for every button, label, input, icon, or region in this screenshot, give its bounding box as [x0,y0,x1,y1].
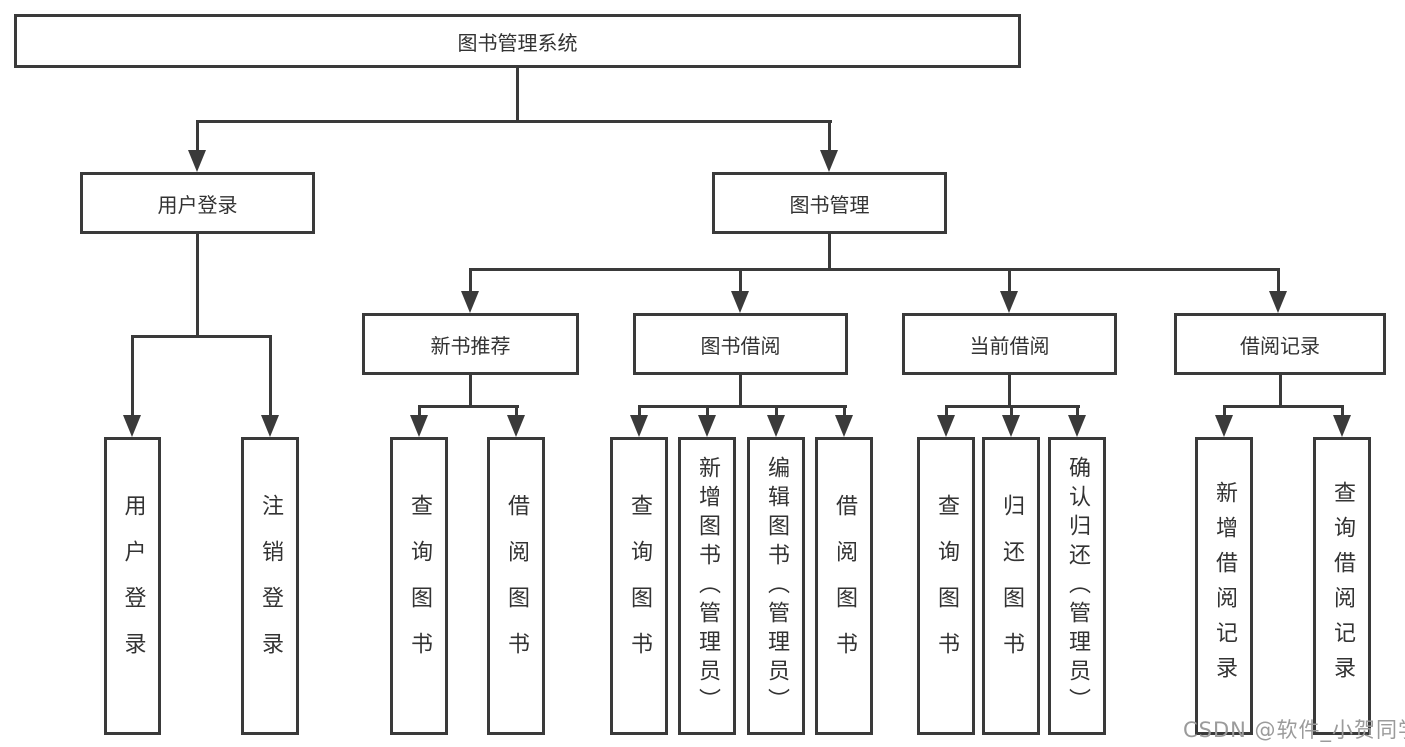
leaf-user-login: 用户登录 [104,437,161,735]
leaf-borrow-books: 借阅图书 [487,437,545,735]
leaf-confirm-return-admin: 确认归还（管理员） [1048,437,1106,735]
connector-stub [706,405,709,418]
arrow-down-icon [261,415,279,437]
arrow-down-icon [820,150,838,172]
connector-root-rail [196,120,832,123]
node-book-management: 图书管理 [712,172,947,234]
connector-rail [638,405,847,408]
connector-stub [638,405,641,418]
connector-stub [945,405,948,418]
arrow-down-icon [698,415,716,437]
arrow-down-icon [1269,291,1287,313]
connector-rail [1223,405,1344,408]
connector-rail [418,405,519,408]
connector-stub [269,335,272,417]
leaf-borrow-books: 借阅图书 [815,437,873,735]
connector-stub [739,268,742,294]
connector-stem [469,375,472,408]
node-user-login: 用户登录 [80,172,315,234]
arrow-down-icon [1068,415,1086,437]
node-borrow-records: 借阅记录 [1174,313,1386,375]
connector-stub [515,405,518,418]
node-library-management-system: 图书管理系统 [14,14,1021,68]
arrow-down-icon [767,415,785,437]
arrow-down-icon [731,291,749,313]
arrow-down-icon [1000,291,1018,313]
node-new-book-recommend: 新书推荐 [362,313,579,375]
leaf-query-books: 查询图书 [390,437,448,735]
leaf-add-books-admin: 新增图书（管理员） [678,437,736,735]
connector-stub [1008,268,1011,294]
connector-stub [1076,405,1079,418]
arrow-down-icon [188,150,206,172]
leaf-add-borrow-record: 新增借阅记录 [1195,437,1253,735]
connector-stub [1277,268,1280,294]
connector-user-login-rail [131,335,272,338]
arrow-down-icon [630,415,648,437]
arrow-down-icon [835,415,853,437]
connector-book-mgmt-stem [828,234,831,271]
connector-stub [1010,405,1013,418]
node-book-borrow: 图书借阅 [633,313,848,375]
leaf-query-books: 查询图书 [610,437,668,735]
node-current-borrow: 当前借阅 [902,313,1117,375]
arrow-down-icon [461,291,479,313]
connector-stub [775,405,778,418]
connector-stub [469,268,472,294]
connector-root-stem [516,68,519,120]
connector-book-mgmt-rail [469,268,1280,271]
connector-book-mgmt-stub [828,120,831,153]
connector-stem [1279,375,1282,408]
arrow-down-icon [1215,415,1233,437]
leaf-query-borrow-record: 查询借阅记录 [1313,437,1371,735]
connector-stem [1008,375,1011,408]
leaf-logout: 注销登录 [241,437,299,735]
leaf-edit-books-admin: 编辑图书（管理员） [747,437,805,735]
connector-user-login-stem [196,234,199,338]
arrow-down-icon [1333,415,1351,437]
arrow-down-icon [1002,415,1020,437]
connector-stub [131,335,134,417]
leaf-query-books: 查询图书 [917,437,975,735]
arrow-down-icon [507,415,525,437]
leaf-return-books: 归还图书 [982,437,1040,735]
connector-stub [843,405,846,418]
arrow-down-icon [937,415,955,437]
connector-user-login-stub [196,120,199,153]
arrow-down-icon [410,415,428,437]
csdn-watermark: CSDN @软件_小贺同学 [1183,718,1405,742]
connector-stub [1223,405,1226,418]
connector-stem [739,375,742,408]
connector-stub [418,405,421,418]
arrow-down-icon [123,415,141,437]
connector-stub [1341,405,1344,418]
